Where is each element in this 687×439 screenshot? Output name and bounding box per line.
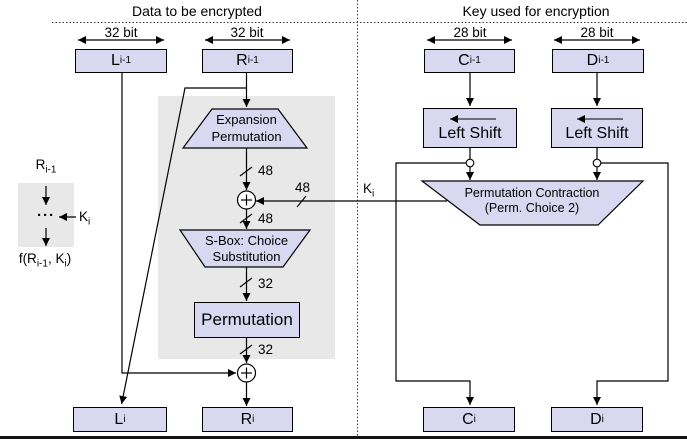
bus-width-permutation-out: 32 bbox=[258, 342, 274, 357]
bit-label-lprev: 32 bit bbox=[104, 25, 138, 40]
legend-function-label: f(Ri-1, Ki) bbox=[0, 251, 90, 269]
legend-dots: ··· bbox=[37, 207, 55, 224]
branch-node-d bbox=[592, 158, 602, 168]
xor2-icon bbox=[236, 363, 257, 383]
expansion-permutation-line2: Permutation bbox=[211, 129, 282, 144]
left-shift-d-block: Left Shift bbox=[551, 108, 643, 148]
branch-node-c bbox=[465, 158, 475, 168]
register-r-out-label: R bbox=[240, 410, 253, 428]
legend-input-main: R bbox=[35, 157, 46, 172]
register-l-prev-label: L bbox=[110, 52, 120, 69]
bottom-edge-bar bbox=[0, 436, 687, 439]
legend-key-sub: i bbox=[88, 216, 91, 228]
expansion-permutation-line1: Expansion bbox=[216, 112, 277, 127]
register-d-out-label: D bbox=[590, 410, 602, 428]
section-title-key: Key used for encryption bbox=[462, 3, 610, 19]
legend-input-sub: i-1 bbox=[45, 164, 57, 176]
bus-width-xor-out: 48 bbox=[258, 211, 274, 226]
key-ki-label: Ki bbox=[363, 181, 374, 199]
bus-width-sbox-out: 32 bbox=[258, 276, 274, 291]
permutation-label: Permutation bbox=[201, 310, 293, 329]
perm-contraction-line2: (Perm. Choice 2) bbox=[484, 201, 580, 215]
sbox-line2: Substitution bbox=[212, 249, 281, 264]
key-ki-sub: i bbox=[372, 188, 375, 200]
bus-width-expansion-out: 48 bbox=[258, 163, 274, 178]
legend-input-label: Ri-1 bbox=[18, 157, 74, 175]
permutation-block: Permutation bbox=[194, 302, 300, 338]
legend-f-s1: i-1 bbox=[36, 258, 48, 270]
sbox-line1: S-Box: Choice bbox=[204, 233, 289, 248]
bit-label-dprev: 28 bit bbox=[580, 25, 614, 40]
register-r-prev-label: R bbox=[236, 52, 248, 69]
bus-width-key-in: 48 bbox=[295, 180, 311, 195]
key-ki-main: K bbox=[363, 181, 373, 196]
shift-left-arrow-icon bbox=[450, 115, 496, 123]
left-shift-c-label: Left Shift bbox=[438, 125, 502, 142]
shift-left-arrow-icon bbox=[577, 115, 623, 123]
bit-label-cprev: 28 bit bbox=[453, 25, 487, 40]
left-shift-c-block: Left Shift bbox=[423, 108, 517, 148]
left-shift-d-label: Left Shift bbox=[565, 125, 629, 142]
legend-key-label: Ki bbox=[79, 209, 90, 227]
section-title-data: Data to be encrypted bbox=[132, 3, 262, 19]
legend-f-p1: f(R bbox=[18, 251, 37, 266]
legend-f-p2: , K bbox=[47, 251, 65, 266]
register-l-out-label: L bbox=[114, 410, 124, 428]
bit-label-rprev: 32 bit bbox=[230, 25, 264, 40]
legend-key-main: K bbox=[79, 209, 89, 224]
register-c-prev-label: C bbox=[458, 52, 470, 69]
perm-contraction-line1: Permutation Contraction bbox=[464, 186, 600, 200]
register-d-prev-label: D bbox=[586, 52, 599, 69]
register-c-out-label: C bbox=[462, 410, 474, 428]
legend-f-s2: i bbox=[64, 258, 67, 270]
legend-f-p3: ) bbox=[66, 251, 72, 266]
